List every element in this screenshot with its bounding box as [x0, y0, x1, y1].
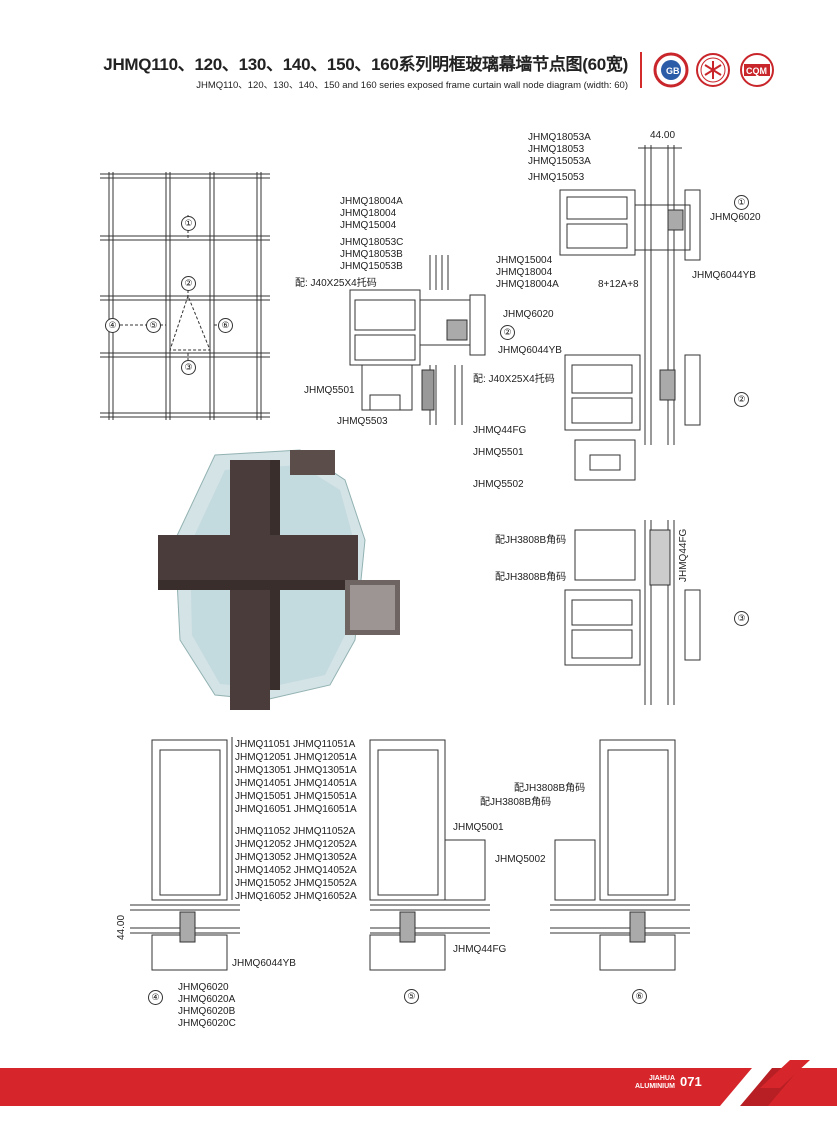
dimension-44-bottom: 44.00: [116, 914, 127, 940]
label-gasket: JHMQ6020C: [178, 1018, 236, 1029]
svg-text:CQM: CQM: [746, 66, 767, 76]
label: JHMQ18053: [528, 144, 585, 155]
section-right-2-drawing: [564, 325, 701, 481]
marker-1-section: ①: [734, 195, 749, 210]
label: JHMQ15004: [496, 255, 553, 266]
label-sub2: JHMQ5503: [337, 416, 388, 427]
marker-5: ⑤: [146, 318, 161, 333]
label-bracket: 配: J40X25X4托码: [473, 374, 555, 385]
label-cover: JHMQ44FG: [453, 944, 507, 955]
marker-5-bottom: ⑤: [404, 989, 419, 1004]
label-sub1: JHMQ5001: [453, 822, 504, 833]
product-3d-render: [158, 449, 400, 710]
label-glass: 8+12A+8: [598, 279, 639, 290]
label-sub1: JHMQ5501: [473, 447, 524, 458]
list-item: JHMQ15051 JHMQ15051A: [235, 791, 357, 802]
marker-4: ④: [105, 318, 120, 333]
label: JHMQ18004A: [496, 279, 559, 290]
label-sub2: JHMQ5502: [473, 479, 524, 490]
list-item: JHMQ14052 JHMQ14052A: [235, 865, 357, 876]
page-subtitle: JHMQ110、120、130、140、150 and 160 series e…: [196, 80, 628, 91]
list-item: JHMQ12051 JHMQ12051A: [235, 752, 357, 763]
elevation-grid: [100, 172, 270, 420]
label-seal: JHMQ6044YB: [232, 958, 296, 969]
label-seal: JHMQ6044YB: [692, 270, 756, 281]
marker-1: ①: [181, 216, 196, 231]
list-item: JHMQ16051 JHMQ16051A: [235, 804, 357, 815]
page-number: 071: [680, 1074, 702, 1089]
list-item: JHMQ11051 JHMQ11051A: [235, 739, 356, 750]
label-corner1: 配JH3808B角码: [495, 535, 567, 546]
label-sub2: JHMQ5002: [495, 854, 546, 865]
list-item: JHMQ16052 JHMQ16052A: [235, 891, 357, 902]
list-item: JHMQ12052 JHMQ12052A: [235, 839, 357, 850]
label: JHMQ18004A: [340, 196, 403, 207]
label: JHMQ18053A: [528, 132, 591, 143]
label-cover: JHMQ44FG: [473, 425, 527, 436]
marker-3-right: ③: [734, 611, 749, 626]
label-gasket: JHMQ6020: [503, 309, 554, 320]
label-corner2: 配JH3808B角码: [495, 572, 567, 583]
label: JHMQ18004: [496, 267, 553, 278]
section-bottom-drawing: [130, 737, 690, 971]
label: JHMQ15053A: [528, 156, 591, 167]
marker-4-bottom: ④: [148, 990, 163, 1005]
brand-line2: ALUMINIUM: [634, 1083, 675, 1090]
list-item: JHMQ14051 JHMQ14051A: [235, 778, 357, 789]
marker-6: ⑥: [218, 318, 233, 333]
snowflake-seal-logo: [696, 53, 730, 87]
list-item: JHMQ13051 JHMQ13051A: [235, 765, 357, 776]
page-title: JHMQ110、120、130、140、150、160系列明框玻璃幕墙节点图(6…: [103, 55, 628, 74]
footer-band: [0, 1060, 837, 1106]
list-item: JHMQ11052 JHMQ11052A: [235, 826, 356, 837]
label-sub1: JHMQ5501: [304, 385, 355, 396]
header-divider: [640, 52, 642, 88]
label: JHMQ15053: [528, 172, 585, 183]
label-corner2: 配JH3808B角码: [480, 797, 552, 808]
marker-2: ②: [181, 276, 196, 291]
cqm-logo: CQM: [740, 53, 774, 87]
label-corner1: 配JH3808B角码: [514, 783, 586, 794]
brand-line1: JIAHUA: [648, 1075, 675, 1082]
marker-2-section: ②: [500, 325, 515, 340]
label-bracket: 配: J40X25X4托码: [295, 278, 377, 289]
label-cover-vertical: JHMQ44FG: [678, 528, 689, 582]
label: JHMQ18053B: [340, 249, 403, 260]
marker-6-bottom: ⑥: [632, 989, 647, 1004]
marker-3: ③: [181, 360, 196, 375]
label-gasket: JHMQ6020: [710, 212, 761, 223]
label-gasket: JHMQ6020B: [178, 1006, 236, 1017]
marker-2-right: ②: [734, 392, 749, 407]
list-item: JHMQ13052 JHMQ13052A: [235, 852, 357, 863]
label: JHMQ15053B: [340, 261, 403, 272]
list-item: JHMQ15052 JHMQ15052A: [235, 878, 357, 889]
label-seal: JHMQ6044YB: [498, 345, 562, 356]
label-gasket: JHMQ6020: [178, 982, 229, 993]
label-gasket: JHMQ6020A: [178, 994, 236, 1005]
label: JHMQ18004: [340, 208, 397, 219]
dimension-44: 44.00: [650, 130, 676, 141]
gb-cert-logo: GB: [653, 52, 689, 88]
label: JHMQ15004: [340, 220, 397, 231]
label: JHMQ18053C: [340, 237, 404, 248]
svg-text:GB: GB: [666, 66, 680, 76]
